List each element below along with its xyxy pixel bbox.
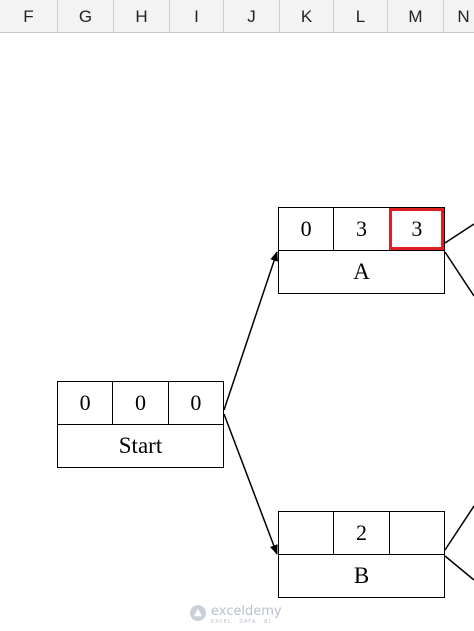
node-start[interactable]: 0 0 0 Start	[57, 381, 224, 468]
node-b-value-2[interactable]: 2	[333, 512, 388, 554]
node-b-values: 2	[279, 512, 444, 555]
column-header-i[interactable]: I	[170, 0, 224, 32]
arrow-start-to-b[interactable]	[223, 413, 278, 555]
node-a-value-3-selected-cell[interactable]: 3	[388, 208, 444, 250]
node-b[interactable]: 2 B	[278, 511, 445, 598]
node-a-value-1[interactable]: 0	[300, 216, 312, 241]
arrow-a-out-top[interactable]	[444, 223, 474, 244]
node-a-label[interactable]: A	[353, 258, 370, 284]
column-header-h[interactable]: H	[114, 0, 170, 32]
column-header-bar: F G H I J K L M N	[0, 0, 474, 33]
column-header-n[interactable]: N	[444, 0, 474, 32]
node-start-value-3[interactable]: 0	[167, 382, 223, 424]
node-b-value-1[interactable]	[279, 512, 333, 554]
arrow-b-out-top[interactable]	[444, 505, 474, 551]
column-header-j[interactable]: J	[224, 0, 280, 32]
node-start-label[interactable]: Start	[118, 432, 163, 458]
exceldemy-watermark: ▲ exceldemy EXCEL · DATA · BI	[190, 600, 282, 625]
exceldemy-logo-icon: ▲	[190, 604, 206, 621]
watermark-tagline: EXCEL · DATA · BI	[211, 619, 271, 625]
node-b-label[interactable]: B	[353, 562, 370, 588]
node-b-value-3[interactable]	[388, 512, 444, 554]
arrow-b-out-bottom[interactable]	[444, 555, 474, 581]
watermark-brand: exceldemy	[211, 604, 282, 619]
node-a-value-2[interactable]: 3	[333, 208, 388, 250]
arrow-start-to-a[interactable]	[223, 251, 278, 411]
node-a[interactable]: 0 3 3 A	[278, 207, 445, 294]
node-start-values: 0 0 0	[58, 382, 223, 425]
column-header-l[interactable]: L	[334, 0, 388, 32]
column-header-f[interactable]: F	[0, 0, 58, 32]
node-start-value-2[interactable]: 0	[112, 382, 167, 424]
arrow-a-out-bottom[interactable]	[444, 251, 474, 297]
column-header-g[interactable]: G	[58, 0, 114, 32]
column-header-m[interactable]: M	[388, 0, 444, 32]
node-start-value-1[interactable]: 0	[79, 390, 91, 415]
column-header-k[interactable]: K	[280, 0, 334, 32]
node-a-values: 0 3 3	[279, 208, 444, 251]
